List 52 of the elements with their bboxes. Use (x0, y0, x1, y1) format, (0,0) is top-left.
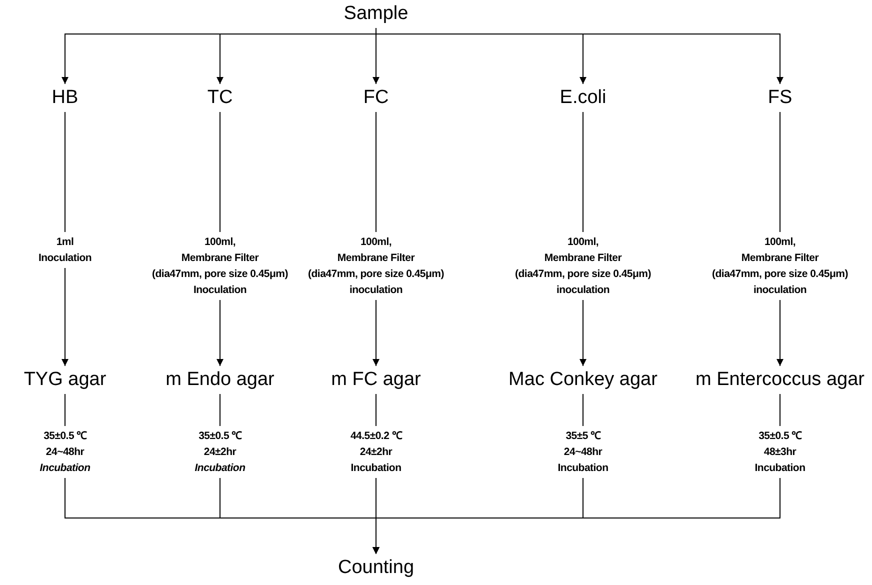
step-note: Incubation (350, 461, 402, 476)
connector-arrow (216, 300, 224, 366)
step-note: 35±5 ℃ (566, 429, 600, 444)
step-note: 44.5±0.2 ℃ (350, 429, 402, 444)
step-label: m FC agar (331, 368, 421, 392)
step-note: 24~48hr (564, 445, 602, 460)
connector-arrow (580, 300, 586, 366)
step-label: FS (768, 86, 792, 110)
step-note: 24±2hr (204, 445, 236, 460)
step-label: Counting (338, 556, 414, 580)
step-note: 48±3hr (764, 445, 796, 460)
step-note: Membrane Filter (181, 251, 259, 266)
step-note: 35±0.5 ℃ (44, 429, 86, 444)
step-note: Incubation (40, 461, 90, 476)
step-note: 35±0.5 ℃ (758, 429, 802, 444)
step-label: E.coli (560, 86, 606, 110)
step-note: (dia47mm, pore size 0.45μm) (308, 267, 444, 282)
step-note: 100ml, (567, 235, 599, 250)
step-note: 1ml (56, 235, 74, 250)
step-label: Mac Conkey agar (508, 368, 658, 392)
step-label: TYG agar (24, 368, 106, 392)
step-note: Incubation (194, 461, 246, 476)
step-note: Inoculation (38, 251, 92, 266)
step-note: (dia47mm, pore size 0.45μm) (515, 267, 651, 282)
step-label: HB (52, 86, 78, 110)
step-note: Membrane Filter (337, 251, 415, 266)
step-note: inoculation (556, 283, 610, 298)
step-note: Membrane Filter (741, 251, 819, 266)
step-note: Membrane Filter (544, 251, 622, 266)
step-label: m Entercoccus agar (696, 368, 864, 392)
connector-arrow (372, 300, 380, 366)
step-note: 35±0.5 ℃ (198, 429, 242, 444)
step-note: Incubation (558, 461, 608, 476)
step-label: m Endo agar (166, 368, 274, 392)
step-note: (dia47mm, pore size 0.45μm) (712, 267, 848, 282)
connector-arrow (776, 300, 784, 366)
step-note: 100ml, (360, 235, 392, 250)
step-label: Sample (344, 2, 408, 26)
step-label: TC (207, 86, 233, 110)
step-note: 24±2hr (360, 445, 392, 460)
step-note: inoculation (753, 283, 807, 298)
step-note: 24~48hr (46, 445, 84, 460)
step-note: (dia47mm, pore size 0.45μm) (152, 267, 288, 282)
connector-arrow (62, 268, 68, 366)
step-note: 100ml, (204, 235, 236, 250)
step-label: FC (363, 86, 389, 110)
step-note: Inoculation (193, 283, 247, 298)
step-note: 100ml, (764, 235, 796, 250)
connector-arrow (372, 478, 780, 554)
step-note: inoculation (349, 283, 403, 298)
step-note: Incubation (754, 461, 806, 476)
connector-arrow (376, 28, 784, 84)
